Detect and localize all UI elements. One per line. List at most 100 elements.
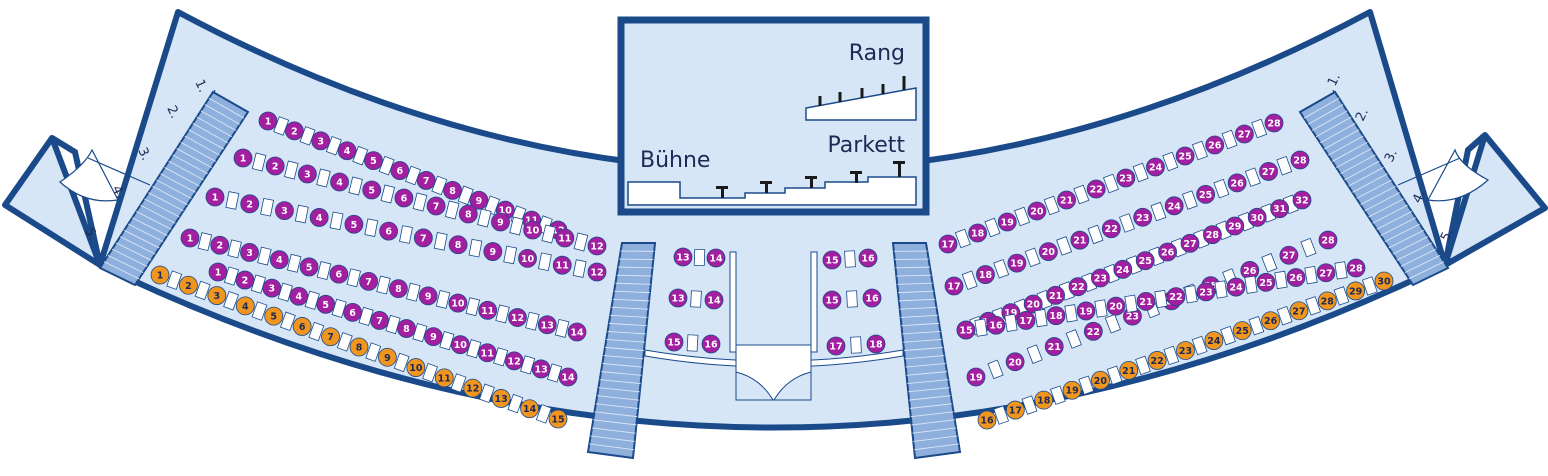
- seat[interactable]: 15: [956, 320, 976, 340]
- seat-circle[interactable]: [1196, 282, 1216, 302]
- seat-circle[interactable]: [1292, 190, 1312, 210]
- seat[interactable]: 9: [418, 286, 438, 306]
- seat[interactable]: 14: [520, 399, 539, 419]
- seat[interactable]: 11: [434, 368, 454, 388]
- seat[interactable]: 22: [1101, 219, 1121, 239]
- seat-circle[interactable]: [1091, 370, 1110, 390]
- seat-circle[interactable]: [1226, 277, 1246, 297]
- seat-circle[interactable]: [704, 290, 724, 310]
- seat[interactable]: 23: [1133, 207, 1153, 227]
- seat[interactable]: 26: [1286, 268, 1306, 287]
- seat[interactable]: 11: [478, 300, 498, 320]
- seat[interactable]: 5: [364, 151, 383, 171]
- seat-circle[interactable]: [205, 187, 225, 207]
- seat[interactable]: 20: [1091, 370, 1110, 390]
- seat[interactable]: 5: [264, 306, 284, 326]
- seat-circle[interactable]: [434, 368, 454, 388]
- seat-circle[interactable]: [701, 334, 721, 354]
- seat[interactable]: 27: [1289, 301, 1309, 321]
- seat-circle[interactable]: [448, 235, 468, 255]
- seat[interactable]: 8: [443, 180, 462, 200]
- seat-circle[interactable]: [862, 288, 882, 308]
- seat-circle[interactable]: [1232, 321, 1252, 341]
- seat-circle[interactable]: [1203, 225, 1222, 245]
- seat-circle[interactable]: [179, 275, 198, 295]
- seat[interactable]: 28: [1290, 150, 1310, 170]
- seat[interactable]: 28: [1346, 258, 1366, 278]
- seat-circle[interactable]: [416, 171, 436, 190]
- seat-circle[interactable]: [706, 248, 726, 268]
- seat[interactable]: 21: [1136, 291, 1156, 311]
- seat-circle[interactable]: [1101, 219, 1121, 239]
- seat[interactable]: 18: [976, 265, 995, 284]
- seat-circle[interactable]: [458, 204, 478, 224]
- seat[interactable]: 25: [1196, 184, 1216, 204]
- seat-circle[interactable]: [664, 332, 684, 352]
- seat-circle[interactable]: [1023, 294, 1043, 314]
- seat[interactable]: 2: [284, 121, 304, 141]
- seat[interactable]: 6: [292, 317, 312, 336]
- seat-circle[interactable]: [1318, 230, 1338, 250]
- seat[interactable]: 24: [1204, 331, 1224, 350]
- seat-circle[interactable]: [463, 378, 483, 398]
- seat-circle[interactable]: [1346, 258, 1366, 278]
- seat[interactable]: 19: [966, 367, 986, 387]
- seat[interactable]: 4: [235, 296, 255, 316]
- seat-circle[interactable]: [1204, 331, 1224, 350]
- seat-circle[interactable]: [587, 236, 607, 256]
- seat[interactable]: 12: [508, 308, 527, 327]
- seat-circle[interactable]: [508, 308, 527, 327]
- seat-circle[interactable]: [443, 180, 462, 200]
- seat-circle[interactable]: [1316, 263, 1336, 283]
- seat[interactable]: 17: [944, 276, 964, 296]
- seat[interactable]: 24: [1113, 259, 1133, 279]
- seat[interactable]: 23: [1116, 168, 1136, 188]
- seat-circle[interactable]: [1106, 296, 1126, 316]
- seat[interactable]: 25: [1256, 272, 1276, 292]
- seat[interactable]: 17: [1005, 400, 1025, 420]
- seat[interactable]: 29: [1225, 216, 1245, 236]
- seat-circle[interactable]: [426, 196, 446, 216]
- seat-circle[interactable]: [235, 296, 255, 316]
- seat-circle[interactable]: [275, 201, 294, 221]
- seat-circle[interactable]: [1068, 277, 1088, 297]
- seat[interactable]: 11: [555, 228, 575, 248]
- seat-circle[interactable]: [309, 208, 329, 227]
- seat[interactable]: 8: [448, 235, 468, 255]
- seat[interactable]: 24: [1164, 196, 1184, 216]
- seat[interactable]: 26: [1227, 173, 1247, 193]
- seat-circle[interactable]: [1346, 281, 1366, 301]
- seat-circle[interactable]: [1034, 390, 1054, 410]
- seat[interactable]: 22: [1083, 321, 1103, 341]
- seat[interactable]: 7: [321, 327, 340, 347]
- seat-circle[interactable]: [180, 228, 200, 248]
- seat-circle[interactable]: [1225, 216, 1245, 236]
- seat[interactable]: 19: [1076, 301, 1096, 321]
- seat[interactable]: 2: [240, 194, 260, 214]
- seat[interactable]: 5: [344, 214, 364, 234]
- seat[interactable]: 22: [1166, 287, 1186, 307]
- seat-circle[interactable]: [483, 242, 503, 261]
- seat[interactable]: 5: [316, 294, 336, 314]
- seat[interactable]: 25: [1135, 251, 1155, 271]
- seat-circle[interactable]: [552, 255, 572, 275]
- seat[interactable]: 6: [329, 264, 349, 284]
- seat[interactable]: 15: [822, 290, 842, 310]
- seat[interactable]: 3: [297, 164, 317, 184]
- seat-circle[interactable]: [1038, 242, 1058, 262]
- seat-circle[interactable]: [330, 172, 349, 192]
- seat-circle[interactable]: [265, 156, 285, 176]
- seat-circle[interactable]: [944, 276, 964, 296]
- seat[interactable]: 4: [330, 172, 349, 192]
- seat-circle[interactable]: [1176, 341, 1195, 360]
- seat-circle[interactable]: [1247, 207, 1267, 227]
- seat[interactable]: 5: [362, 180, 382, 200]
- seat[interactable]: 23: [1176, 341, 1195, 360]
- seat[interactable]: 18: [866, 334, 886, 354]
- seat-circle[interactable]: [1205, 135, 1225, 155]
- seat[interactable]: 18: [968, 223, 988, 243]
- seat-circle[interactable]: [976, 265, 995, 284]
- seat[interactable]: 28: [1264, 113, 1284, 133]
- seat[interactable]: 12: [587, 262, 607, 282]
- seat-circle[interactable]: [321, 327, 340, 347]
